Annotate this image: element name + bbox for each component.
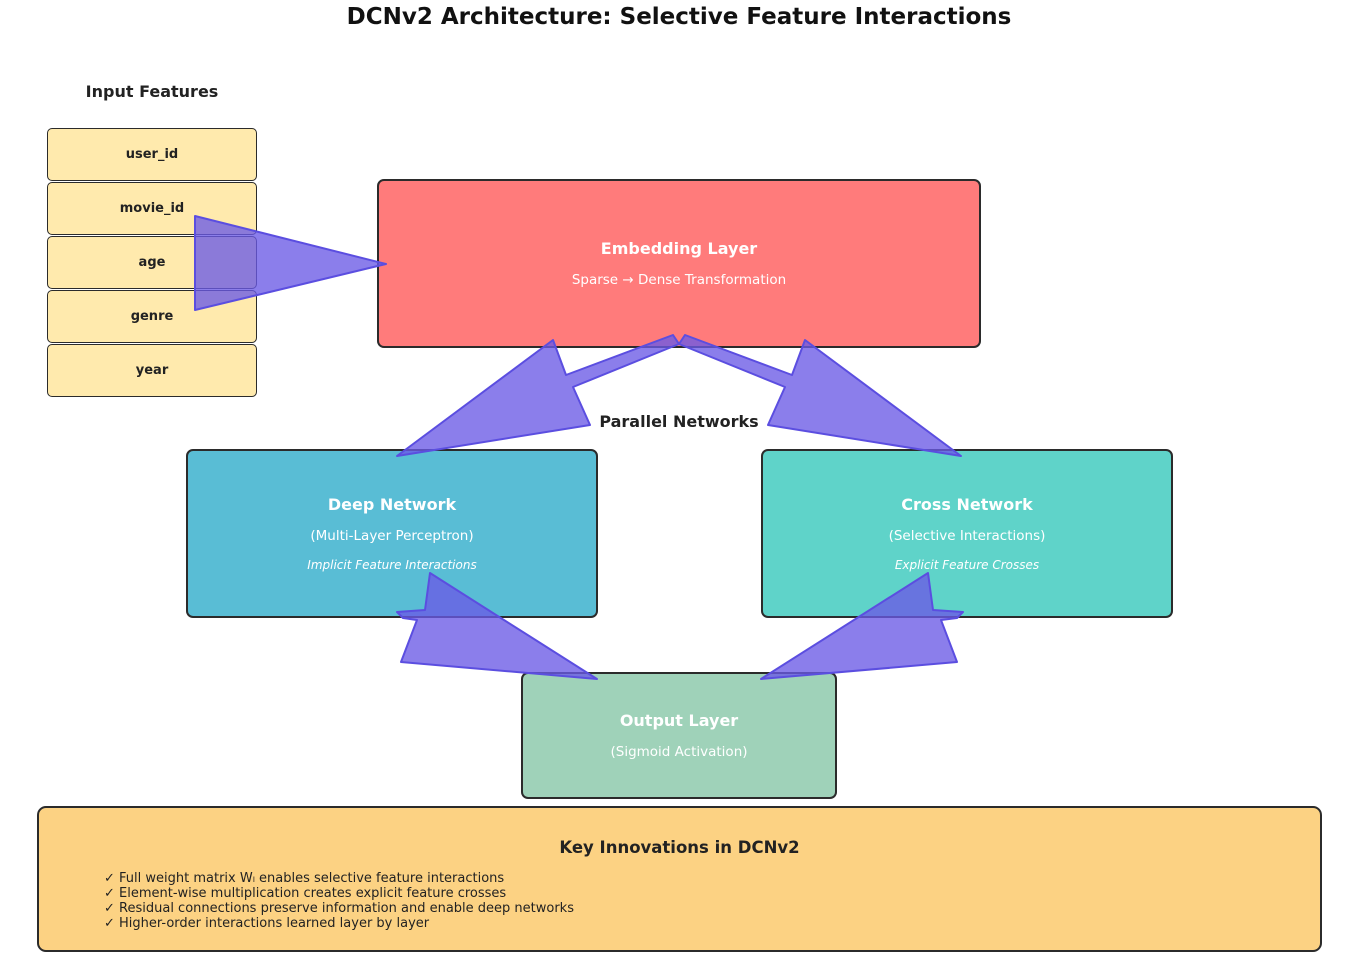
key-innovation-item: ✓ Element-wise multiplication creates ex… [104,886,507,901]
feature-year: year [47,344,257,397]
key-innovation-item: ✓ Residual connections preserve informat… [104,901,574,916]
arrow-embedding-to-cross [678,334,962,457]
key-innovations-title: Key Innovations in DCNv2 [559,838,800,857]
feature-movie-id: movie_id [47,182,257,235]
embedding-layer-title: Embedding Layer [600,239,758,258]
cross-network-title: Cross Network [901,495,1033,514]
key-innovation-item: ✓ Higher-order interactions learned laye… [104,916,430,931]
deep-network-note: Implicit Feature Interactions [307,558,477,572]
feature-user-id: user_id [47,128,257,181]
embedding-layer-subtitle: Sparse → Dense Transformation [571,272,787,288]
feature-age: age [47,236,257,289]
deep-network-box: Deep Network (Multi-Layer Perceptron) Im… [186,449,598,618]
output-layer-box: Output Layer (Sigmoid Activation) [521,672,837,799]
arrow-embedding-to-deep [396,334,680,457]
output-layer-title: Output Layer [619,711,739,730]
feature-genre: genre [47,290,257,343]
diagram-title: DCNv2 Architecture: Selective Feature In… [346,4,1012,30]
input-features-heading: Input Features [85,82,219,101]
cross-network-note: Explicit Feature Crosses [894,558,1040,572]
key-innovation-item: ✓ Full weight matrix Wₗ enables selectiv… [104,871,505,886]
key-innovations-list: ✓ Full weight matrix Wₗ enables selectiv… [104,871,574,931]
cross-network-subtitle: (Selective Interactions) [888,528,1046,544]
embedding-layer-box: Embedding Layer Sparse → Dense Transform… [377,179,981,348]
deep-network-title: Deep Network [327,495,457,514]
key-innovations-box [37,806,1322,952]
cross-network-box: Cross Network (Selective Interactions) E… [761,449,1173,618]
output-layer-subtitle: (Sigmoid Activation) [610,744,748,760]
deep-network-subtitle: (Multi-Layer Perceptron) [310,528,474,544]
parallel-networks-label: Parallel Networks [599,412,759,431]
